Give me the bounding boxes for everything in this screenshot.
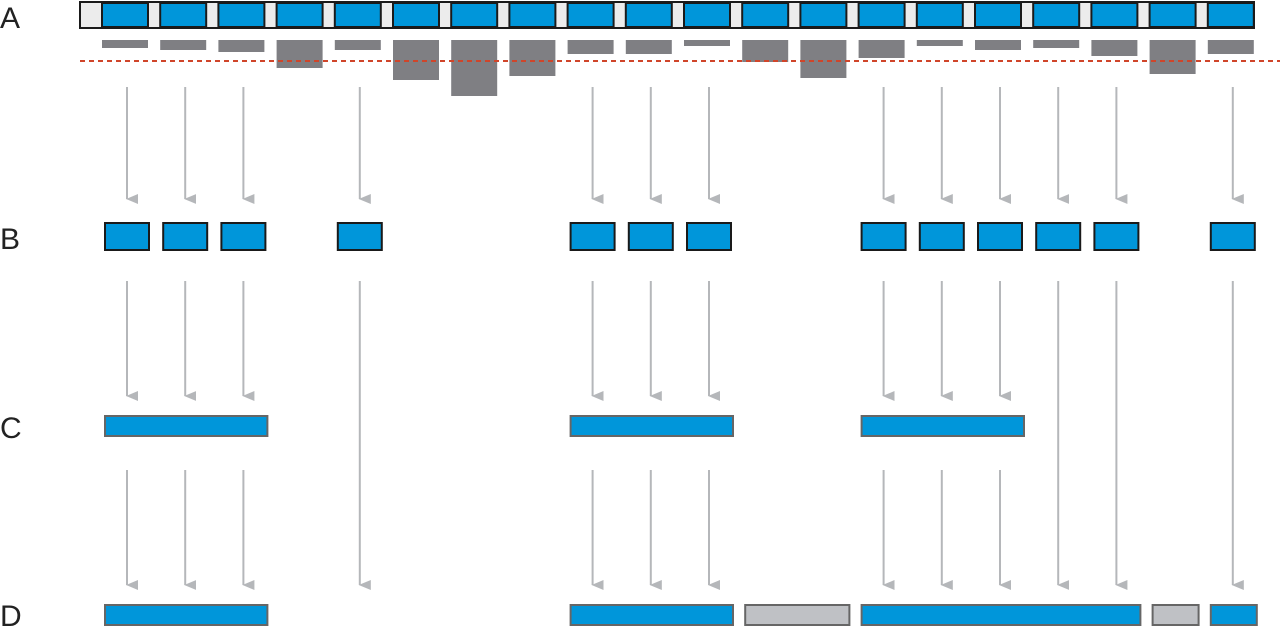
selected-segment	[569, 222, 616, 251]
score-bar	[1033, 40, 1080, 48]
segment-a	[333, 2, 382, 28]
final-segment	[104, 604, 269, 626]
score-bar	[625, 40, 672, 54]
row-label-c: C	[0, 412, 22, 445]
merged-segments-row	[104, 415, 1025, 437]
merged-segment	[569, 415, 734, 437]
selected-segment	[336, 222, 383, 251]
score-bar	[1207, 40, 1254, 54]
selected-segment	[1035, 222, 1082, 251]
merged-segment	[860, 415, 1025, 437]
score-bar	[916, 40, 963, 46]
row-label-b: B	[0, 223, 20, 256]
final-segment	[569, 604, 734, 626]
score-bar	[567, 40, 614, 54]
score-bar	[334, 40, 381, 50]
segment-a	[159, 2, 208, 28]
segment-a	[217, 2, 266, 28]
score-bar	[800, 40, 847, 78]
segment-a	[392, 2, 440, 28]
arrows-layer	[126, 87, 1244, 590]
segment-a	[508, 2, 557, 28]
score-bar	[684, 40, 730, 46]
segment-a	[450, 2, 499, 28]
selected-segment	[918, 222, 965, 251]
segment-track	[79, 1, 1255, 29]
segment-a	[915, 2, 964, 28]
score-bar	[742, 40, 789, 62]
final-segments-row	[104, 604, 1258, 626]
row-label-a: A	[0, 2, 20, 35]
selected-segment	[860, 222, 907, 251]
score-bar	[276, 40, 323, 68]
selected-segment	[220, 222, 267, 251]
segment-a	[1148, 2, 1197, 28]
selected-segments-row	[104, 222, 1256, 251]
merged-segment	[104, 415, 269, 437]
row-label-d: D	[0, 600, 22, 630]
segment-a	[974, 2, 1022, 28]
segment-a	[624, 2, 673, 28]
selected-segment	[627, 222, 674, 251]
score-bar	[1091, 40, 1138, 56]
score-bar	[509, 40, 556, 76]
segment-a	[857, 2, 906, 28]
selected-segment	[686, 222, 732, 251]
segment-a	[683, 2, 731, 28]
gap-fill-segment	[744, 604, 851, 626]
segment-a	[1206, 2, 1255, 28]
final-segment	[860, 604, 1142, 626]
selected-segment	[977, 222, 1023, 251]
score-bar	[160, 40, 207, 50]
selected-segment	[1209, 222, 1256, 251]
score-bar	[975, 40, 1021, 50]
segment-a	[275, 2, 324, 28]
segment-a	[741, 2, 790, 28]
score-bar	[451, 40, 498, 96]
score-bar	[1149, 40, 1196, 74]
score-bars	[80, 40, 1280, 96]
selected-segment	[1093, 222, 1140, 251]
segment-a	[1032, 2, 1081, 28]
selected-segment	[162, 222, 209, 251]
final-segment	[1209, 604, 1258, 626]
selected-segment	[104, 222, 150, 251]
segment-a	[101, 2, 149, 28]
gap-fill-segment	[1151, 604, 1200, 626]
segment-a	[799, 2, 848, 28]
segment-a	[1090, 2, 1139, 28]
score-bar	[102, 40, 148, 48]
score-bar	[218, 40, 265, 52]
score-bar	[858, 40, 905, 58]
segment-a	[566, 2, 615, 28]
